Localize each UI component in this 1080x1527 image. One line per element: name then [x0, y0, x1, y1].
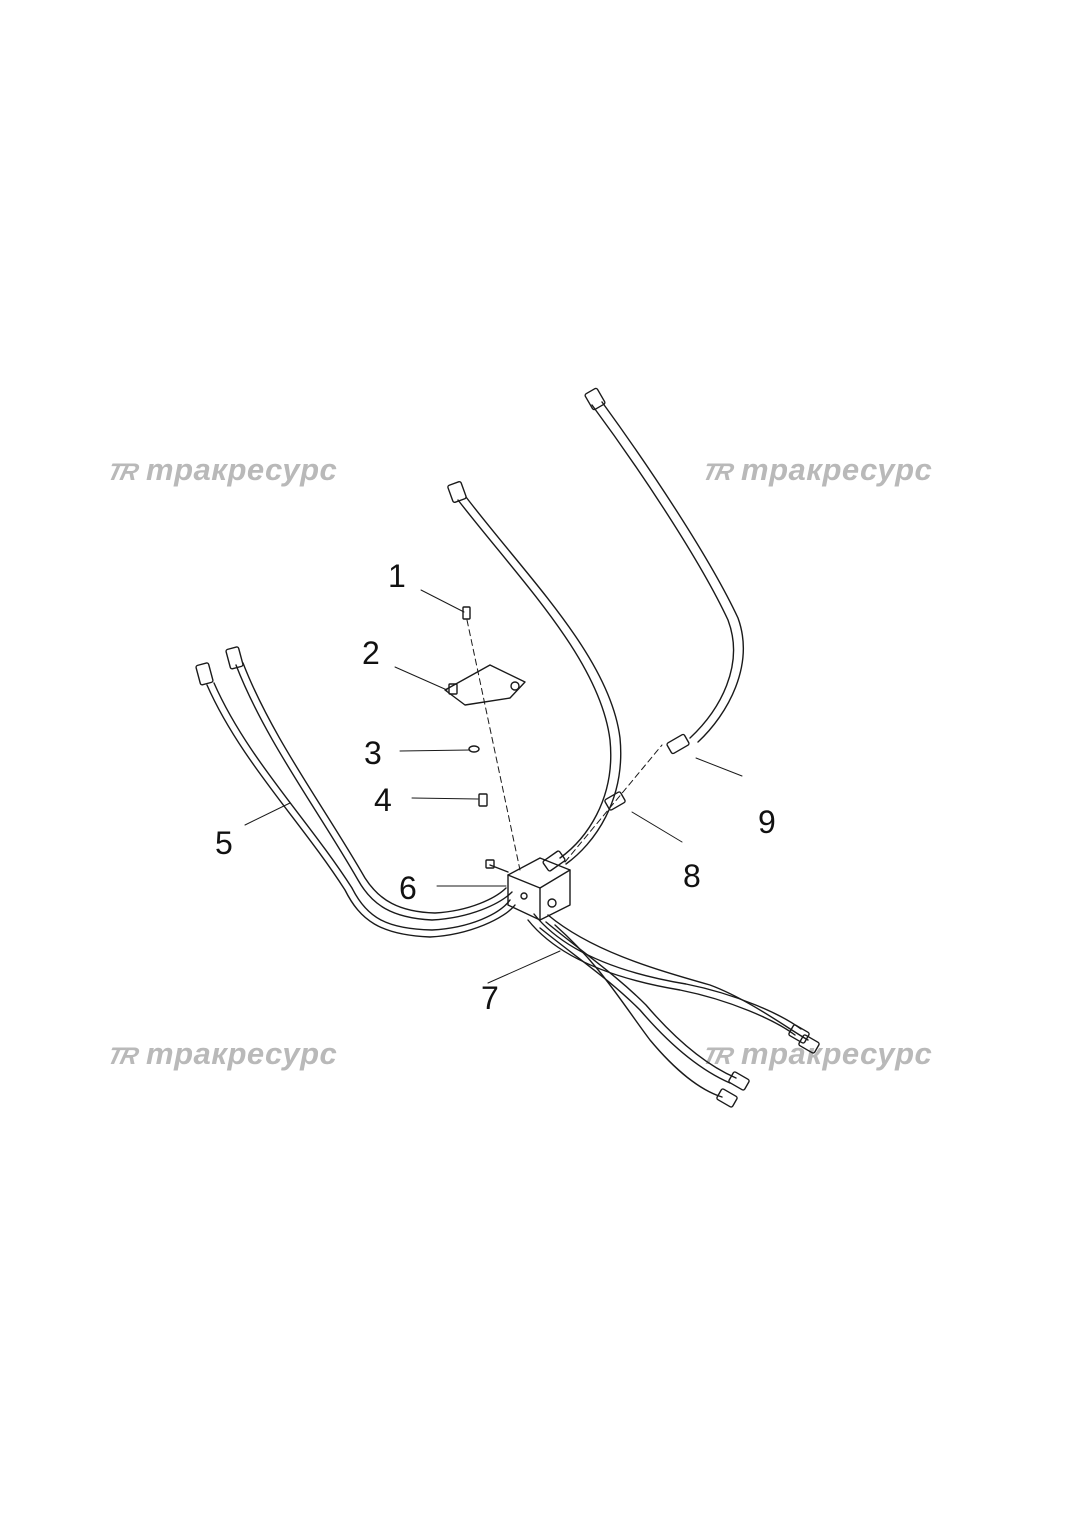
bracket-2	[444, 664, 526, 706]
callout-6: 6	[399, 870, 417, 906]
assembly-axis	[466, 619, 663, 871]
watermark-text: тракресурс	[146, 452, 338, 487]
valve-block-6	[485, 857, 571, 921]
callout-4: 4	[374, 782, 392, 818]
washer-3	[468, 745, 480, 753]
hose-9	[584, 387, 744, 755]
callout-2: 2	[362, 635, 380, 671]
callout-8: 8	[683, 858, 701, 894]
fitting-8	[604, 791, 626, 811]
leader-lines	[244, 589, 743, 984]
hose-top-center	[447, 481, 622, 872]
callout-9: 9	[758, 804, 776, 840]
hose-5	[195, 646, 516, 938]
callout-5: 5	[215, 825, 233, 861]
bolt-4	[478, 793, 488, 807]
bolt-1	[462, 606, 471, 620]
watermark-text: тракресурс	[146, 1036, 338, 1071]
hose-7	[527, 913, 820, 1108]
watermark-text: тракресурс	[741, 452, 933, 487]
callout-3: 3	[364, 735, 382, 771]
callout-7: 7	[481, 980, 499, 1016]
callout-1: 1	[388, 558, 406, 594]
watermark-text: тракресурс	[741, 1036, 933, 1071]
